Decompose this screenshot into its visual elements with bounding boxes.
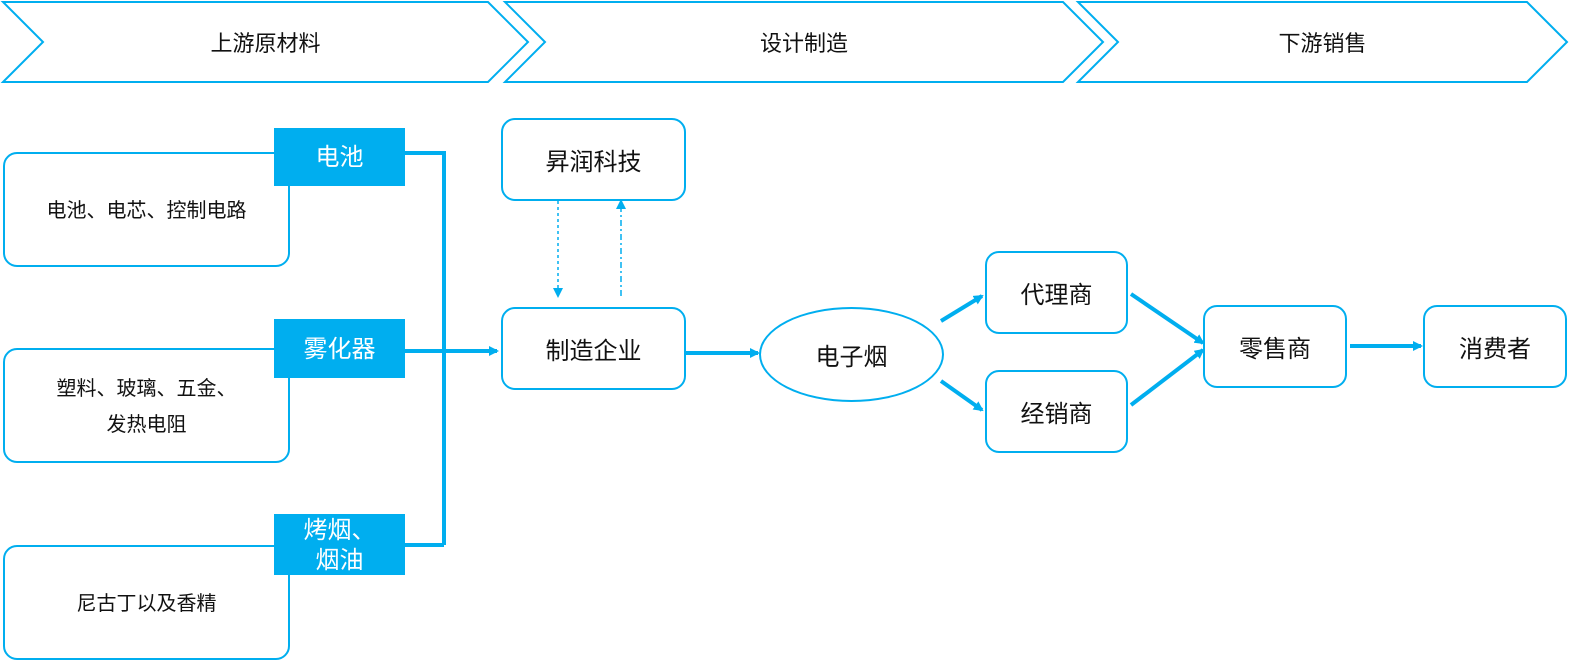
battery-materials-text: 电池、电芯、控制电路 bbox=[46, 197, 247, 222]
atomizer-tag: 雾化器 bbox=[274, 319, 405, 378]
tobacco-tag: 烤烟、 烟油 bbox=[274, 514, 405, 575]
stage-label-upstream: 上游原材料 bbox=[210, 32, 321, 57]
retailer-box: 零售商 bbox=[1203, 305, 1347, 388]
battery-connector bbox=[405, 151, 446, 545]
product-to-distributor-arrow bbox=[939, 379, 984, 412]
stage-chevron-1 bbox=[0, 1, 530, 83]
stage-chevron-3 bbox=[1075, 1, 1569, 83]
atomizer-materials-text-line2: 发热电阻 bbox=[106, 411, 187, 436]
stage-label-manufacturing: 设计制造 bbox=[759, 32, 848, 57]
tobacco-tag-line1: 烤烟、 bbox=[303, 515, 376, 544]
battery-tag: 电池 bbox=[274, 128, 405, 186]
partner-box: 昇润科技 bbox=[501, 118, 686, 201]
battery-materials-box: 电池、电芯、控制电路 bbox=[3, 152, 290, 267]
distributor-to-retailer-arrow bbox=[1129, 348, 1205, 407]
atomizer-materials-box: 塑料、玻璃、五金、 发热电阻 bbox=[3, 348, 290, 463]
product-to-agent-arrow bbox=[939, 294, 984, 323]
agent-to-retailer-arrow bbox=[1129, 292, 1205, 345]
tobacco-materials-text: 尼古丁以及香精 bbox=[76, 590, 217, 615]
stage-label-downstream: 下游销售 bbox=[1278, 32, 1367, 57]
tobacco-materials-box: 尼古丁以及香精 bbox=[3, 545, 290, 660]
distributor-box: 经销商 bbox=[985, 370, 1128, 453]
tobacco-tag-line2: 烟油 bbox=[315, 545, 364, 574]
atomizer-materials-text-line1: 塑料、玻璃、五金、 bbox=[56, 375, 237, 400]
manufacturer-box: 制造企业 bbox=[501, 307, 686, 390]
stage-chevron-2 bbox=[502, 1, 1105, 83]
product-ellipse: 电子烟 bbox=[759, 307, 944, 402]
consumer-box: 消费者 bbox=[1423, 305, 1567, 388]
agent-box: 代理商 bbox=[985, 251, 1128, 334]
